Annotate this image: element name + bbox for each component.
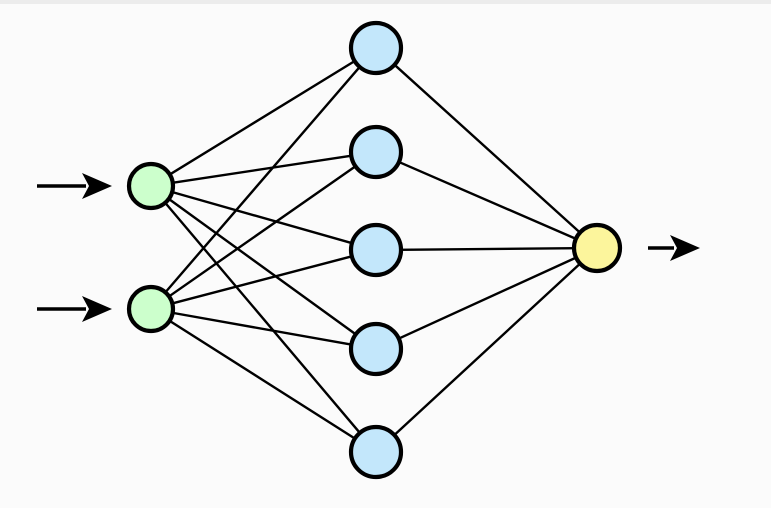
in-arrow-1-icon [37, 173, 112, 199]
out-arrow-1-icon [648, 235, 700, 261]
node-o1-output[interactable] [571, 222, 623, 274]
edge-i2-h4 [169, 311, 355, 347]
in-arrow-1-head [82, 173, 112, 199]
nodes-group [126, 20, 623, 480]
in-arrow-2-head [82, 296, 112, 322]
node-h2-hidden[interactable] [348, 124, 404, 180]
node-i2-input[interactable] [126, 284, 176, 334]
edge-i1-h3 [169, 190, 356, 245]
node-h3-hidden[interactable] [348, 222, 404, 278]
node-h5-hidden[interactable] [348, 424, 404, 480]
edge-i2-h1 [162, 64, 363, 296]
node-h4-hidden[interactable] [348, 321, 404, 377]
edge-i1-h1 [166, 58, 358, 177]
edge-h5-o1 [391, 261, 583, 438]
node-i1-input[interactable] [126, 161, 176, 211]
edge-i2-h5 [166, 318, 358, 441]
top-edge-strip [0, 0, 771, 4]
edge-i1-h2 [169, 154, 355, 185]
edge-i1-h4 [165, 196, 359, 337]
in-arrow-2-icon [37, 296, 112, 322]
arrows-group [37, 173, 700, 322]
edges-group [162, 58, 583, 441]
edge-i1-h5 [162, 200, 363, 436]
edge-i2-h3 [169, 254, 355, 306]
out-arrow-1-head [670, 235, 700, 261]
node-h1-hidden[interactable] [348, 20, 404, 76]
edge-h2-o1 [395, 159, 579, 241]
edge-h4-o1 [395, 255, 580, 341]
edge-i2-h2 [166, 163, 359, 299]
edge-h1-o1 [391, 62, 583, 236]
edge-h3-o1 [397, 246, 578, 251]
